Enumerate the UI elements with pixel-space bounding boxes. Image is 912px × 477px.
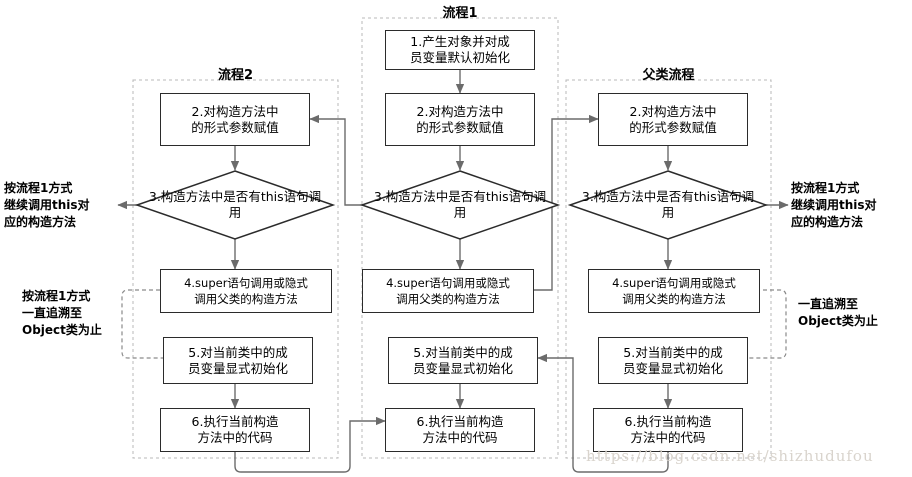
node-flow2-step3-line1: 3.构造方法中是否	[148, 189, 249, 204]
node-parent-step2-line2: 的形式参数赋值	[629, 119, 717, 135]
lane-title-parent: 父类流程	[642, 68, 695, 83]
decision-shape-flow2	[134, 170, 336, 240]
node-flow1-step3-line2: 有this语句调用	[453, 189, 547, 220]
lane-boundary-flow1	[361, 17, 559, 459]
node-parent-step3-line2: 有this语句调用	[661, 189, 755, 220]
node-flow2-step4[interactable]: 4.super语句调用或隐式调用父类的构造方法	[160, 269, 332, 313]
node-flow1-step5-line2: 员变量显式初始化	[412, 360, 513, 376]
node-flow1-step4-line2: 调用父类的构造方法	[396, 292, 500, 306]
node-flow2-step6-line2: 方法中的代码	[197, 430, 273, 445]
node-parent-step5[interactable]: 5.对当前类中的成员变量显式初始化	[598, 337, 748, 384]
node-parent-step5-line1: 5.对当前类中的成	[623, 344, 723, 360]
node-parent-step6[interactable]: 6.执行当前构造方法中的代码	[593, 408, 743, 452]
annotation-right-top: 按流程1方式 继续调用this对 应的构造方法	[791, 181, 877, 229]
node-flow2-step2-line2: 的形式参数赋值	[191, 119, 279, 135]
node-flow1-step1[interactable]: 1.产生对象并对成员变量默认初始化	[385, 30, 535, 70]
conn-p-n6-to-f1-n5	[537, 353, 669, 473]
node-flow2-step5-line1: 5.对当前类中的成	[188, 344, 288, 360]
node-flow2-step3-line2: 有this语句调用	[228, 189, 322, 220]
decision-shape-flow1	[359, 170, 561, 240]
annotation-left-top: 按流程1方式 继续调用this对 应的构造方法	[4, 181, 90, 229]
conn-f2-n6-to-f1-n6	[234, 416, 386, 473]
node-flow1-step2[interactable]: 2.对构造方法中的形式参数赋值	[385, 93, 535, 146]
node-flow2-step5-line2: 员变量显式初始化	[187, 360, 288, 376]
node-flow1-step4[interactable]: 4.super语句调用或隐式调用父类的构造方法	[362, 269, 534, 313]
node-parent-step6-line1: 6.执行当前构造	[624, 414, 712, 429]
node-flow2-step4-line1: 4.super语句调用或隐式	[184, 276, 308, 290]
node-flow2-step5[interactable]: 5.对当前类中的成员变量显式初始化	[163, 337, 313, 384]
node-flow1-step1-line2: 员变量默认初始化	[409, 50, 510, 65]
node-parent-step2[interactable]: 2.对构造方法中的形式参数赋值	[598, 93, 748, 146]
node-flow2-step2[interactable]: 2.对构造方法中的形式参数赋值	[160, 93, 310, 146]
annotation-right-bottom: 一直追溯至 Object类为止	[798, 297, 878, 328]
node-parent-step4-line1: 4.super语句调用或隐式	[612, 276, 736, 290]
node-parent-step3-line1: 3.构造方法中是否	[581, 189, 682, 204]
node-flow2-step2-line1: 2.对构造方法中	[191, 103, 279, 119]
node-flow1-step4-line1: 4.super语句调用或隐式	[386, 276, 510, 290]
annotation-left-bottom: 按流程1方式 一直追溯至 Object类为止	[22, 289, 102, 337]
node-flow1-step3[interactable]: 3.构造方法中是否有this语句调用	[370, 171, 550, 239]
node-flow2-step6-line1: 6.执行当前构造	[191, 414, 279, 429]
lane-title-flow2: 流程2	[217, 68, 254, 83]
node-parent-step4-line2: 调用父类的构造方法	[622, 292, 726, 306]
node-flow1-step2-line1: 2.对构造方法中	[416, 103, 504, 119]
watermark-text: https://blog.csdn.net/shizhudufou	[586, 447, 874, 465]
node-flow1-step2-line2: 的形式参数赋值	[416, 119, 504, 135]
node-parent-step2-line1: 2.对构造方法中	[629, 103, 717, 119]
node-flow2-step3[interactable]: 3.构造方法中是否有this语句调用	[145, 171, 325, 239]
node-flow1-step6-line2: 方法中的代码	[422, 430, 498, 445]
lane-title-flow1: 流程1	[442, 6, 478, 21]
node-flow2-step4-line2: 调用父类的构造方法	[194, 292, 298, 306]
node-flow2-step6[interactable]: 6.执行当前构造方法中的代码	[160, 408, 310, 452]
node-flow1-step5-line1: 5.对当前类中的成	[413, 344, 513, 360]
node-parent-step6-line2: 方法中的代码	[630, 430, 706, 445]
node-flow1-step1-line1: 1.产生对象并对成	[410, 34, 510, 49]
node-flow1-step6-line1: 6.执行当前构造	[416, 414, 504, 429]
node-parent-step5-line2: 员变量显式初始化	[622, 360, 723, 376]
node-flow1-step5[interactable]: 5.对当前类中的成员变量显式初始化	[388, 337, 538, 384]
node-parent-step4[interactable]: 4.super语句调用或隐式调用父类的构造方法	[588, 269, 760, 313]
decision-shape-parent	[567, 170, 769, 240]
node-flow1-step3-line1: 3.构造方法中是否	[373, 189, 474, 204]
node-flow1-step6[interactable]: 6.执行当前构造方法中的代码	[385, 408, 535, 452]
node-parent-step3[interactable]: 3.构造方法中是否有this语句调用	[578, 171, 758, 239]
